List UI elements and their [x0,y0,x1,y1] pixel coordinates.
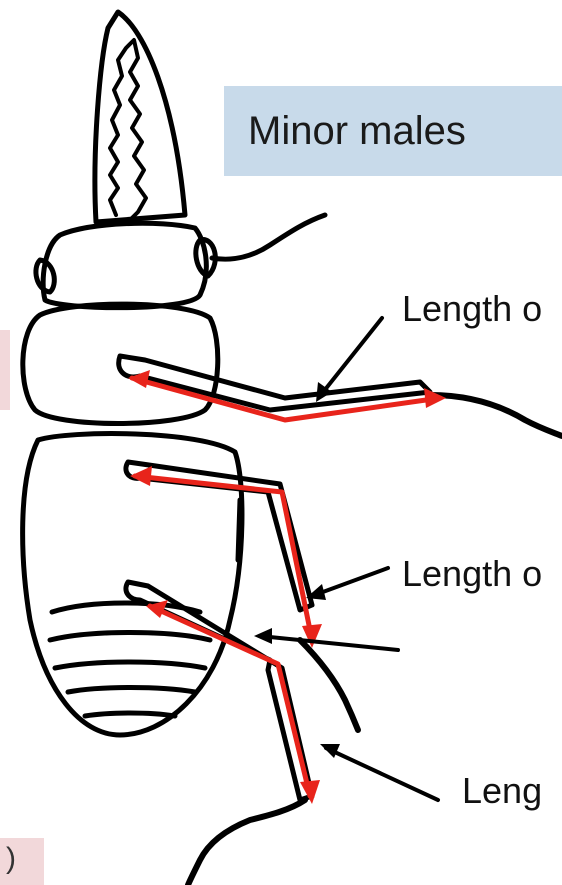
pointer-middle-2-head [254,628,272,644]
pointer-middle-2 [260,636,398,650]
label-upper: Length o [402,288,562,330]
abdomen-band-3 [55,662,205,668]
abdomen-band-4 [68,688,195,693]
label-middle: Length o [402,553,562,595]
pointer-lower [326,748,438,800]
elytra-line [238,500,240,560]
hind-tarsus [188,800,305,885]
pointer-lower-head [320,744,340,758]
front-leg [119,356,430,410]
abdomen-band-5 [85,713,175,716]
red-arrowhead-middle-left [130,466,152,486]
pointer-upper [320,318,382,396]
antenna-top [212,215,325,259]
mandible-inner-serration [110,40,146,222]
red-arrowhead-front-right [424,388,446,408]
label-lower: Leng [462,770,562,812]
abdomen-band-2 [50,633,210,641]
middle-tarsus [300,640,358,730]
head [43,223,206,307]
front-tarsus [430,395,562,436]
red-arrowhead-front-left [128,370,150,388]
